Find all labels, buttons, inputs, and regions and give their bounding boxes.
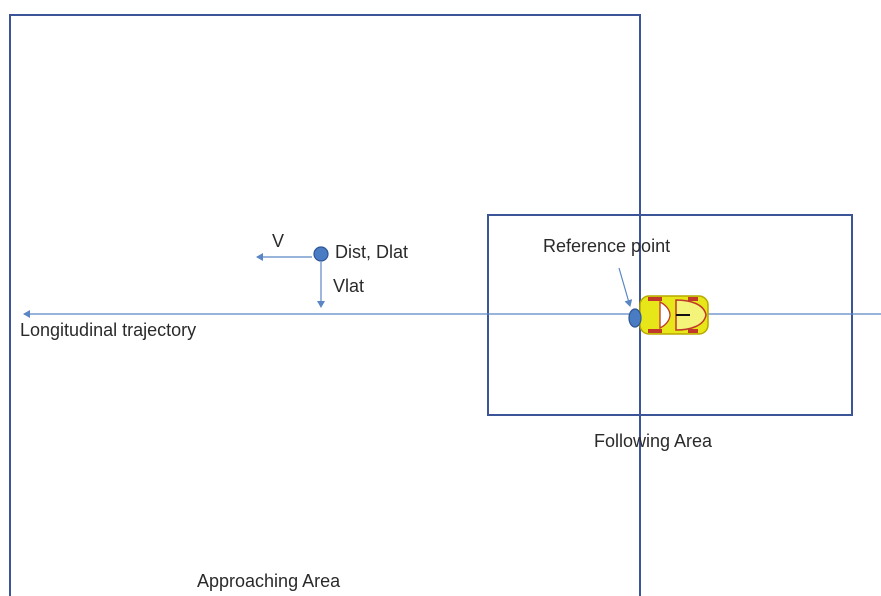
reference-point-pointer: [618, 267, 633, 307]
approaching-area-border: [9, 14, 641, 596]
reference-point-label: Reference point: [543, 236, 671, 256]
reference-point-icon: [628, 308, 642, 328]
v-label: V: [272, 231, 285, 251]
following-area-label: Following Area: [594, 431, 713, 451]
dist-dlat-label: Dist, Dlat: [335, 242, 409, 262]
car-top-view-icon: [639, 295, 709, 335]
longitudinal-trajectory-label: Longitudinal trajectory: [20, 320, 197, 340]
target-point-icon: [313, 246, 329, 262]
vlat-label: Vlat: [333, 276, 365, 296]
following-area-border: [487, 214, 853, 416]
approaching-area-label: Approaching Area: [197, 571, 341, 591]
